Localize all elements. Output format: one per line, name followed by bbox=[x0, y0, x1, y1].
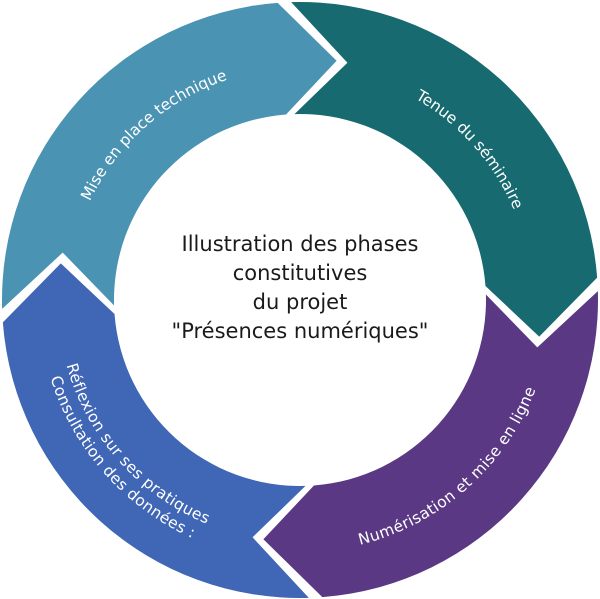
center-title: Illustration des phases constitutives du… bbox=[130, 230, 470, 346]
center-title-line: "Présences numériques" bbox=[171, 319, 429, 343]
cycle-segment-4 bbox=[2, 263, 309, 599]
center-title-line: constitutives bbox=[232, 261, 368, 285]
center-title-line: Illustration des phases bbox=[181, 232, 419, 256]
cycle-segment-3 bbox=[263, 291, 599, 598]
cycle-segment-2 bbox=[291, 1, 598, 337]
center-title-line: du projet bbox=[252, 290, 348, 314]
cycle-segment-1 bbox=[1, 2, 337, 309]
